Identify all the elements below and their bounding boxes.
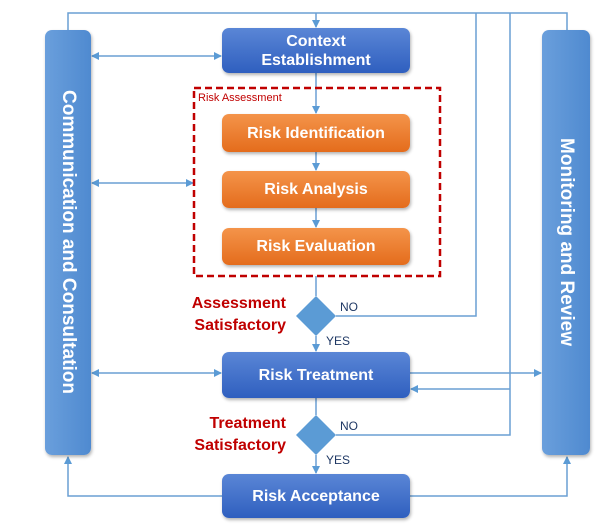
assessment-yes-label: YES [326,334,351,348]
assessment-decision-diamond [296,296,336,336]
monitoring-review-label: Monitoring and Review [556,138,577,346]
treatment-no-label: NO [340,419,358,433]
monitoring-review-bar [542,30,590,455]
top-feedback-line [67,12,568,30]
risk-treatment-box: Risk Treatment [222,352,410,398]
context-establishment-box: Context Establishment [222,28,410,73]
assessment-satisfactory-label: Assessment Satisfactory [191,295,286,334]
treatment-yes-label: YES [326,453,351,467]
risk-assessment-label: Risk Assessment [198,92,282,104]
communication-consultation-bar [45,30,91,455]
treatment-satisfactory-label: Treatment Satisfactory [194,415,286,454]
assessment-no-line [336,13,477,317]
risk-analysis-box: Risk Analysis [222,171,410,208]
risk-acceptance-box: Risk Acceptance [222,474,410,518]
treatment-no-line [336,13,511,436]
risk-identification-box: Risk Identification [222,114,410,152]
risk-assessment-group [192,86,442,278]
communication-consultation-label: Communication and Consultation [58,90,79,394]
risk-evaluation-box: Risk Evaluation [222,228,410,265]
assessment-no-label: NO [340,300,358,314]
treatment-decision-diamond [296,415,336,455]
